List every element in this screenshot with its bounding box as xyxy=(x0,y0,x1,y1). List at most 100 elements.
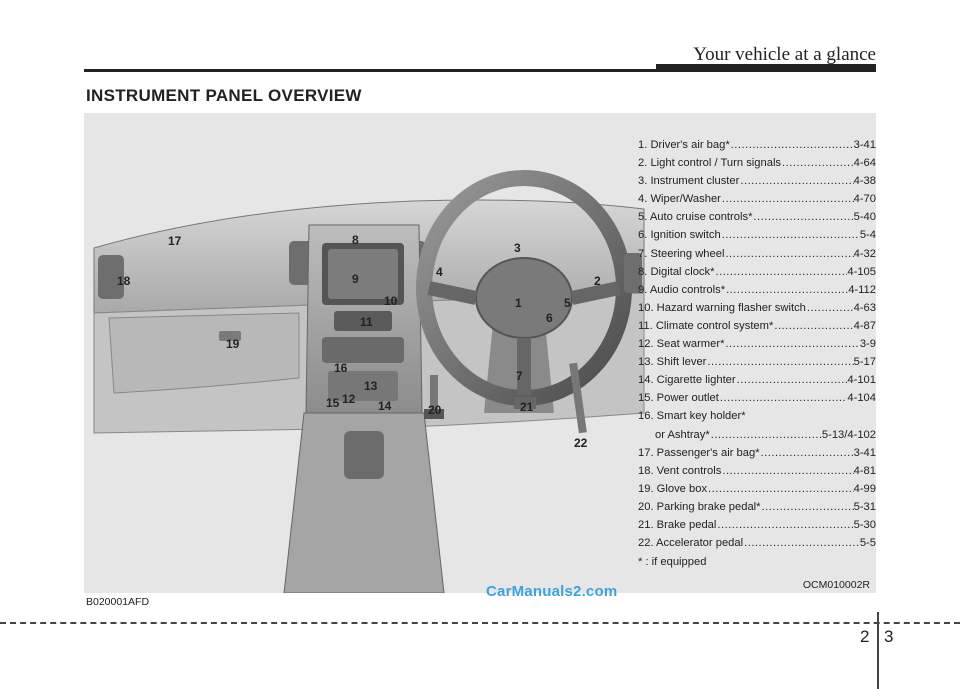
callout-10: 10 xyxy=(384,294,398,308)
legend-leader-dots xyxy=(781,154,854,172)
callout-12: 12 xyxy=(342,392,356,406)
legend-label: 10. Hazard warning flasher switch xyxy=(638,299,806,317)
callout-19: 19 xyxy=(226,337,240,351)
legend-row: 8. Digital clock*4-105 xyxy=(638,263,876,281)
legend-page: 5-5 xyxy=(860,534,876,552)
legend-row: 21. Brake pedal 5-30 xyxy=(638,516,876,534)
callout-4: 4 xyxy=(436,265,443,279)
legend-row: 7. Steering wheel 4-32 xyxy=(638,245,876,263)
legend-leader-dots xyxy=(724,335,859,353)
legend-page: 4-99 xyxy=(854,480,876,498)
legend-row: 2. Light control / Turn signals4-64 xyxy=(638,154,876,172)
legend-page: 5-40 xyxy=(854,208,876,226)
footer-divider xyxy=(877,612,879,689)
legend-row-16: 16. Smart key holder* xyxy=(638,407,876,425)
legend-leader-dots xyxy=(806,299,854,317)
legend-label: 8. Digital clock* xyxy=(638,263,714,281)
figure-code-left: B020001AFD xyxy=(86,596,149,608)
legend-leader-dots xyxy=(725,281,848,299)
legend-page: 3-41 xyxy=(854,136,876,154)
legend-page: 4-32 xyxy=(854,245,876,263)
legend-page: 4-104 xyxy=(847,389,876,407)
legend-label: 7. Steering wheel xyxy=(638,245,724,263)
legend-label: 13. Shift lever xyxy=(638,353,706,371)
legend-page: 4-70 xyxy=(854,190,876,208)
footer-dashed-rule xyxy=(0,622,960,624)
callout-7: 7 xyxy=(516,369,523,383)
legend-label: 3. Instrument cluster xyxy=(638,172,739,190)
legend-page: 4-64 xyxy=(854,154,876,172)
callout-1: 1 xyxy=(515,296,522,310)
legend-leader-dots xyxy=(743,534,860,552)
legend-leader-dots xyxy=(706,353,853,371)
legend-page: 3-41 xyxy=(854,444,876,462)
legend-leader-dots xyxy=(760,444,854,462)
legend-items: 1. Driver's air bag*3-412. Light control… xyxy=(638,136,876,407)
callout-5: 5 xyxy=(564,296,571,310)
legend-label: 18. Vent controls xyxy=(638,462,721,480)
header-rule xyxy=(84,69,876,72)
legend-label: or Ashtray* xyxy=(655,426,710,444)
legend-row: 4. Wiper/Washer4-70 xyxy=(638,190,876,208)
legend-row: 14. Cigarette lighter4-101 xyxy=(638,371,876,389)
callout-9: 9 xyxy=(352,272,359,286)
callout-20: 20 xyxy=(428,403,442,417)
legend-label: 11. Climate control system* xyxy=(638,317,773,335)
page-number-chapter: 2 xyxy=(860,627,869,647)
legend-page: 5-30 xyxy=(854,516,876,534)
callout-21: 21 xyxy=(520,400,534,414)
legend-label: 19. Glove box xyxy=(638,480,707,498)
callout-17: 17 xyxy=(168,234,182,248)
legend-page: 4-81 xyxy=(854,462,876,480)
legend-row: 15. Power outlet4-104 xyxy=(638,389,876,407)
callout-16: 16 xyxy=(334,361,348,375)
legend-label: 20. Parking brake pedal* xyxy=(638,498,761,516)
legend-leader-dots xyxy=(736,371,848,389)
legend-leader-dots xyxy=(773,317,853,335)
callout-11: 11 xyxy=(360,315,373,329)
legend-page: 3-9 xyxy=(860,335,876,353)
legend-leader-dots xyxy=(716,516,853,534)
legend-leader-dots xyxy=(721,462,853,480)
legend-label: 21. Brake pedal xyxy=(638,516,716,534)
legend-label: 9. Audio controls* xyxy=(638,281,725,299)
legend-label: 16. Smart key holder* xyxy=(638,407,746,425)
legend-page: 4-63 xyxy=(854,299,876,317)
callout-2: 2 xyxy=(594,274,601,288)
legend-leader-dots xyxy=(719,389,848,407)
legend-label: 6. Ignition switch xyxy=(638,226,721,244)
legend-leader-dots xyxy=(739,172,853,190)
legend-leader-dots xyxy=(752,208,853,226)
legend-label: 5. Auto cruise controls* xyxy=(638,208,752,226)
legend-row: 9. Audio controls*4-112 xyxy=(638,281,876,299)
callout-15: 15 xyxy=(326,396,340,410)
legend-leader-dots xyxy=(724,245,853,263)
callout-3: 3 xyxy=(514,241,521,255)
callout-13: 13 xyxy=(364,379,378,393)
legend-row: 3. Instrument cluster 4-38 xyxy=(638,172,876,190)
callout-8: 8 xyxy=(352,233,359,247)
legend-leader-dots xyxy=(710,426,822,444)
legend-page: 5-17 xyxy=(854,353,876,371)
legend-leader-dots xyxy=(730,136,854,154)
figure-code-right: OCM010002R xyxy=(803,579,870,591)
legend-page: 4-38 xyxy=(854,172,876,190)
legend-note: * : if equipped xyxy=(638,553,876,571)
instrument-panel-figure: 1 2 3 4 5 6 7 8 9 10 11 12 13 14 15 16 1… xyxy=(84,113,876,593)
legend-row: 18. Vent controls 4-81 xyxy=(638,462,876,480)
legend-page: 4-101 xyxy=(847,371,876,389)
page-number-page: 3 xyxy=(884,627,893,647)
callout-22: 22 xyxy=(574,436,588,450)
callout-14: 14 xyxy=(378,399,392,413)
legend-page: 5-4 xyxy=(860,226,876,244)
legend-leader-dots xyxy=(721,190,854,208)
legend-leader-dots xyxy=(721,226,860,244)
legend-row: 13. Shift lever 5-17 xyxy=(638,353,876,371)
legend-label: 22. Accelerator pedal xyxy=(638,534,743,552)
page-header-title: Your vehicle at a glance xyxy=(693,44,876,66)
legend-page: 4-87 xyxy=(854,317,876,335)
legend-row: 20. Parking brake pedal*5-31 xyxy=(638,498,876,516)
watermark-link[interactable]: CarManuals2.com xyxy=(486,583,617,600)
callout-18: 18 xyxy=(117,274,131,288)
